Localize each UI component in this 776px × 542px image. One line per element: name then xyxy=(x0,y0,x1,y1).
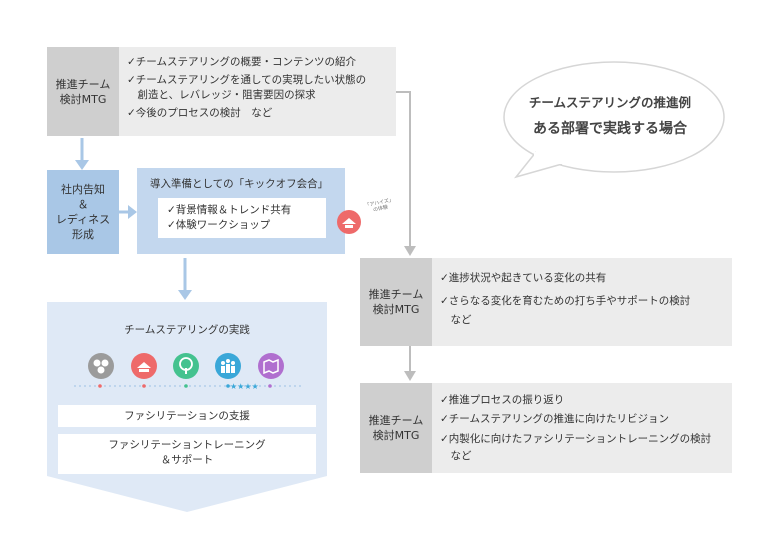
pattern-icon xyxy=(131,353,157,379)
map-icon xyxy=(258,353,284,379)
practice-timeline: ★★★★ xyxy=(74,382,302,391)
mtg1-label: 推進チーム 検討MTG xyxy=(47,47,119,136)
kickoff-item: ✓背景情報＆トレンド共有 xyxy=(167,204,292,216)
announce-box: 社内告知 ＆ レディネス 形成 xyxy=(47,170,119,254)
practice-title: チームステアリングの実践 xyxy=(124,324,250,336)
mtg2-label: 推進チーム 検討MTG xyxy=(360,258,432,346)
mtg2-item: ✓さらなる変化を育むための打ち手やサポートの検討 など xyxy=(440,295,691,326)
kickoff-title: 導入準備としての「キックオフ会合」 xyxy=(150,178,329,190)
speech-bubble-line2: ある部署で実践する場合 xyxy=(533,121,687,137)
mtg2-item: ✓進捗状況や起きている変化の共有 xyxy=(440,272,607,284)
mtg2-content: ✓進捗状況や起きている変化の共有 ✓さらなる変化を育むための打ち手やサポートの検… xyxy=(432,258,732,346)
mtg3-item: ✓内製化に向けたファシリテーショントレーニングの検討 など xyxy=(440,433,712,462)
mtg1-item: ✓チームステアリングの概要・コンテンツの紹介 xyxy=(127,56,356,68)
mtg1-item: ✓チームステアリングを通しての実現したい状態の 創造と、レバレッジ・阻害要因の探… xyxy=(127,74,367,101)
kickoff-item: ✓体験ワークショップ xyxy=(167,219,271,231)
facilitation-support-bar: ファシリテーションの支援 xyxy=(58,405,316,427)
mtg3-item: ✓チームステアリングの推進に向けたリビジョン xyxy=(440,413,669,425)
kickoff-items-box: ✓背景情報＆トレンド共有 ✓体験ワークショップ xyxy=(158,198,326,238)
people-icon xyxy=(215,353,241,379)
mtg1-content: ✓チームステアリングの概要・コンテンツの紹介 ✓チームステアリングを通しての実現… xyxy=(119,47,396,136)
aha-icon xyxy=(337,210,361,234)
speech-bubble-line1: チームステアリングの推進例 xyxy=(528,95,692,110)
speech-bubble-shape xyxy=(503,61,725,179)
mtg3-label: 推進チーム 検討MTG xyxy=(360,383,432,473)
facilitation-training-bar: ファシリテーショントレーニング ＆サポート xyxy=(58,434,316,474)
mtg3-item: ✓推進プロセスの振り返り xyxy=(440,394,565,406)
tree-icon xyxy=(173,353,199,379)
mtg3-content: ✓推進プロセスの振り返り ✓チームステアリングの推進に向けたリビジョン ✓内製化… xyxy=(432,383,732,473)
mtg1-item: ✓今後のプロセスの検討 など xyxy=(127,107,273,119)
team-icon xyxy=(88,353,114,379)
svg-text:★★★★: ★★★★ xyxy=(230,382,259,391)
